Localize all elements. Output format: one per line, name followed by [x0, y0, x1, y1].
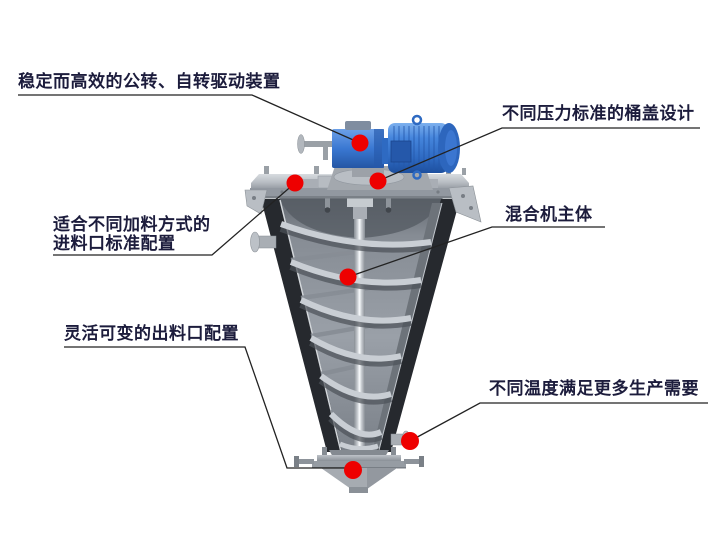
- marker-temp: [401, 432, 419, 450]
- lifting-eye-bottom: [412, 170, 422, 180]
- leader-temp: [409, 402, 708, 442]
- leader-body: [347, 226, 605, 278]
- marker-outlet: [344, 461, 362, 479]
- leader-feed: [53, 182, 296, 256]
- marker-body: [339, 268, 357, 286]
- callout-label-feed-line1: 适合不同加料方式的: [53, 215, 211, 235]
- callout-label-lid-design: 不同压力标准的桶盖设计: [502, 104, 695, 124]
- callout-label-outlet: 灵活可变的出料口配置: [64, 324, 239, 344]
- leader-lines: [18, 94, 708, 469]
- cone-left-wall-edge: [261, 199, 342, 452]
- cone-right-wall-edge: [377, 199, 460, 452]
- screw-front-strands: [279, 221, 432, 452]
- screw-shadows: [279, 224, 432, 443]
- marker-lid: [369, 172, 387, 190]
- discharge-outlet: [349, 487, 368, 493]
- lifting-eye-top: [411, 114, 423, 126]
- lid-left-gusset: [244, 189, 268, 215]
- callout-markers: [286, 134, 419, 479]
- callout-label-temperature: 不同温度满足更多生产需要: [489, 379, 699, 399]
- leader-drive: [18, 94, 361, 144]
- marker-feed: [286, 174, 304, 192]
- drive-unit: [297, 114, 460, 190]
- callout-label-feed-line2: 进料口标准配置: [53, 234, 176, 254]
- leader-lid: [377, 127, 700, 182]
- lid-right-gusset: [448, 185, 482, 223]
- leader-outlet: [64, 346, 345, 469]
- marker-drive: [351, 134, 369, 152]
- screw-agitator: [279, 214, 432, 454]
- feed-rod: [301, 141, 337, 147]
- motor-terminal-box: [390, 140, 412, 163]
- callout-label-mixer-body: 混合机主体: [505, 205, 593, 225]
- callout-label-feed-port: 适合不同加料方式的 进料口标准配置: [53, 216, 211, 254]
- feed-port-pipe: [250, 231, 277, 253]
- callout-label-drive: 稳定而高效的公转、自转驱动装置: [18, 72, 281, 92]
